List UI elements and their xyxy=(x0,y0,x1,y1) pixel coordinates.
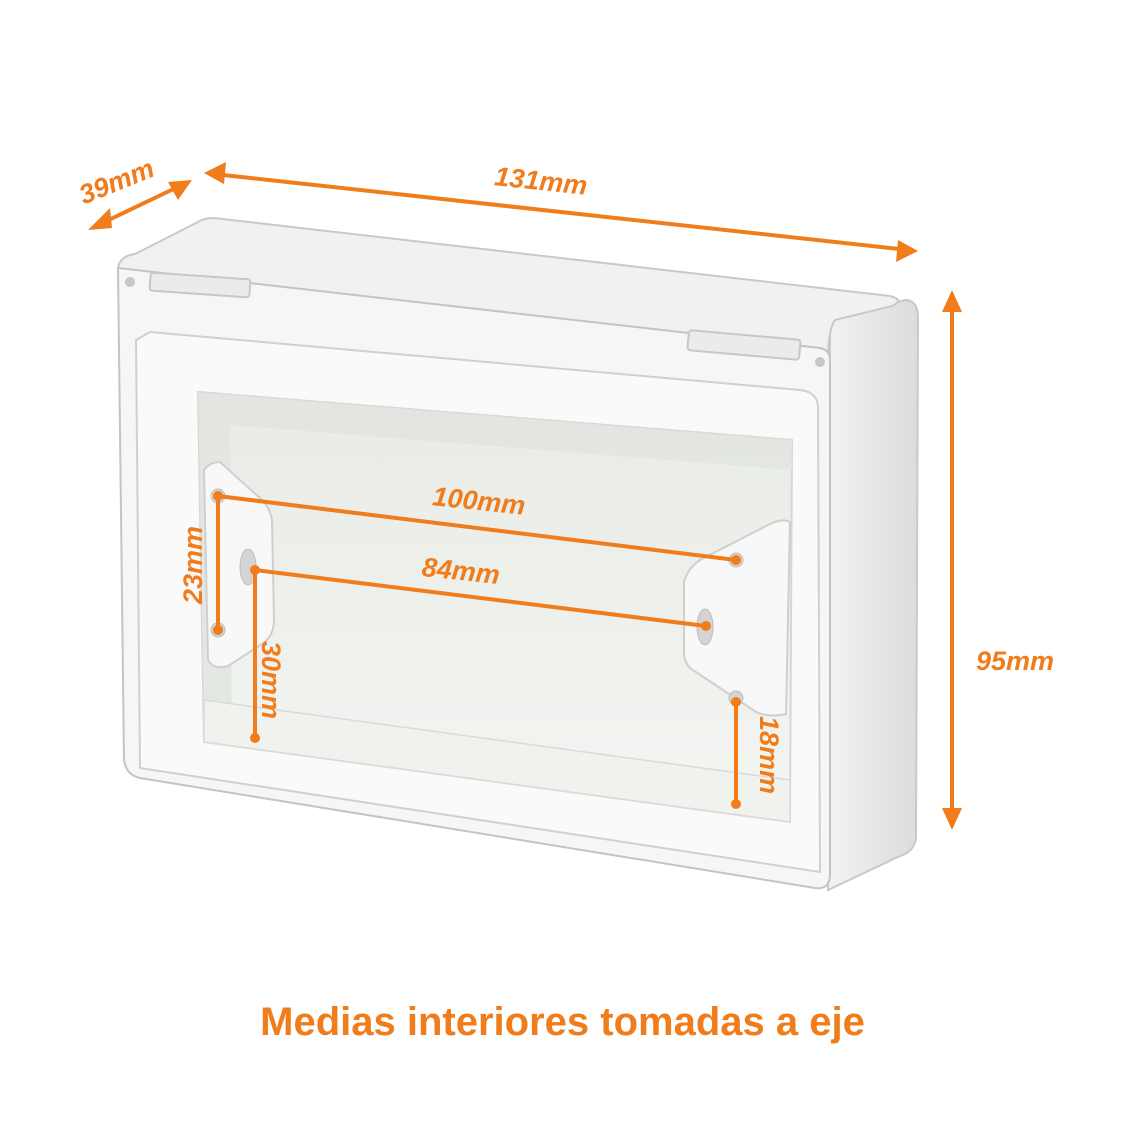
width-dimension-arrow xyxy=(204,162,918,262)
mounting-tab-right xyxy=(683,519,792,717)
height-label: 95mm xyxy=(976,646,1054,676)
hole-spacing-left-line xyxy=(213,494,223,635)
corner-pin-right xyxy=(815,357,825,367)
bottom-offset-right-line xyxy=(731,697,741,809)
box-inner-ledge xyxy=(203,699,791,823)
width-label: 131mm xyxy=(493,161,589,201)
enclosure-box xyxy=(116,216,920,892)
box-side-face xyxy=(826,298,920,892)
dimension-lines xyxy=(88,162,962,830)
caption-text: Medias interiores tomadas a eje xyxy=(260,1000,865,1044)
height-dimension-arrow xyxy=(942,290,962,830)
bottom-offset-left-line xyxy=(250,568,260,743)
corner-pin-left xyxy=(125,277,135,287)
top-slot-right xyxy=(686,329,802,361)
box-top-rim xyxy=(116,216,899,362)
hole-spacing-left-label: 23mm xyxy=(178,526,208,605)
depth-dimension-arrow xyxy=(88,180,192,230)
bottom-offset-left-label: 30mm xyxy=(256,641,286,719)
top-slot-left xyxy=(148,271,252,299)
bottom-offset-right-label: 18mm xyxy=(754,716,784,794)
box-inner-shadow xyxy=(198,392,792,742)
